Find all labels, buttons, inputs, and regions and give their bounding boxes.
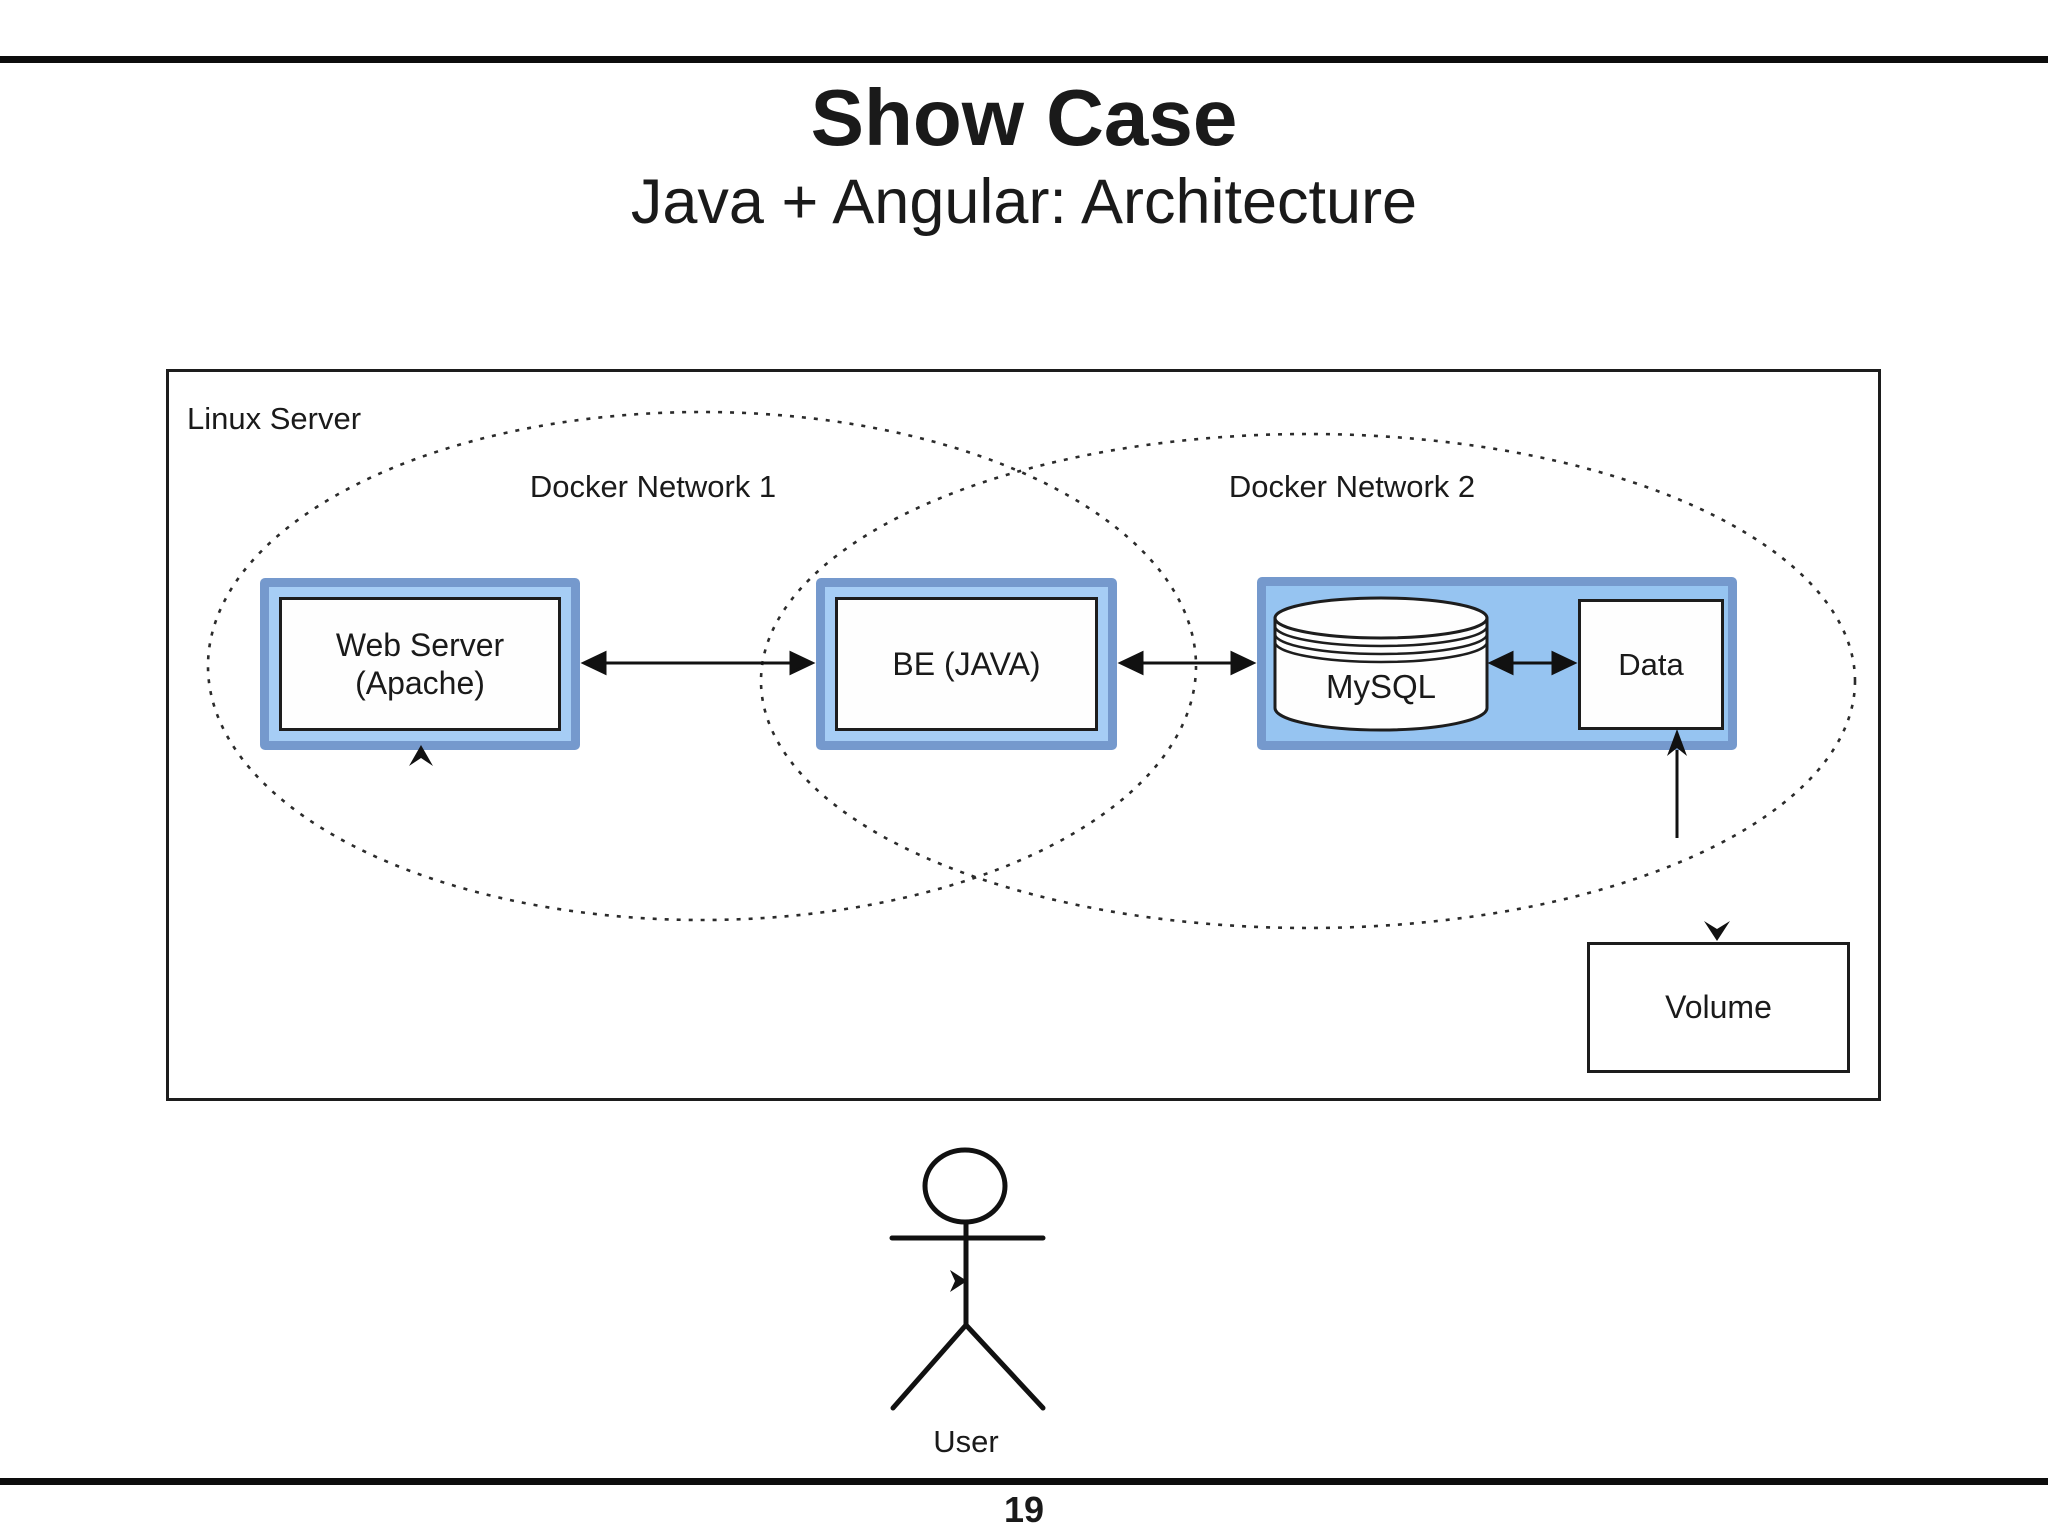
slide-title: Show Case [810,73,1238,162]
volume-node: Volume [1587,942,1850,1073]
user-pointer-icon [950,1270,967,1292]
bottom-rule [0,1478,2048,1485]
data-label: Data [1618,646,1684,682]
linux-server-label: Linux Server [187,401,362,436]
slide-subtitle: Java + Angular: Architecture [630,167,1418,237]
user-label: User [933,1424,999,1459]
user-figure-icon [889,1147,1046,1411]
docker-network-2-label: Docker Network 2 [1228,469,1476,504]
web-server-node-band: Web Server (Apache) [269,587,571,741]
backend-label: BE (JAVA) [892,645,1041,682]
web-server-node: Web Server (Apache) [260,578,580,750]
web-server-label-line1: Web Server [335,626,505,663]
backend-node: BE (JAVA) [816,578,1117,750]
web-server-label-line2: (Apache) [355,665,485,701]
backend-node-band: BE (JAVA) [825,587,1108,741]
backend-node-inner: BE (JAVA) [835,597,1098,731]
page-number: 19 [1003,1489,1045,1530]
volume-label: Volume [1665,989,1772,1025]
web-server-node-inner: Web Server (Apache) [279,597,561,731]
data-node: Data [1578,599,1724,730]
docker-network-1-label: Docker Network 1 [529,469,777,504]
top-rule [0,56,2048,63]
mysql-label: MySQL [1325,668,1437,705]
